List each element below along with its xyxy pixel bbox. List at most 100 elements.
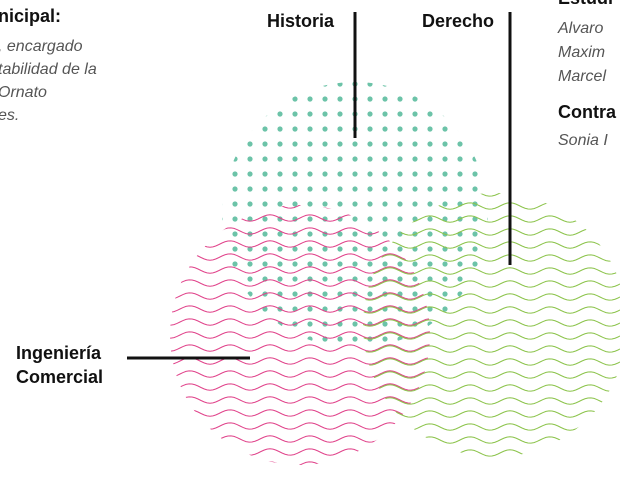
right-note-heading-students: Estudi	[558, 0, 613, 9]
historia-dot	[427, 216, 433, 222]
historia-dot	[337, 276, 343, 282]
historia-dot	[337, 261, 343, 267]
historia-dot	[262, 246, 268, 252]
historia-dot	[262, 156, 268, 162]
historia-dot	[442, 96, 448, 102]
historia-dot	[427, 156, 433, 162]
historia-dot	[472, 82, 478, 87]
historia-dot	[307, 306, 313, 312]
historia-dot	[472, 336, 478, 342]
historia-dot	[457, 141, 463, 147]
historia-dot	[232, 82, 238, 87]
historia-dot	[222, 186, 223, 192]
historia-dot	[412, 261, 418, 267]
historia-dot	[427, 276, 433, 282]
derecho-wave-line	[363, 228, 620, 236]
derecho-wave-line	[363, 319, 620, 327]
ingenieria-label-line-2: Comercial	[16, 367, 104, 387]
derecho-wave-line	[363, 293, 620, 301]
left-note-line-2: tabilidad de la	[0, 61, 97, 78]
historia-dot	[222, 231, 223, 237]
historia-dot	[222, 216, 223, 222]
historia-dot	[397, 82, 403, 87]
historia-dot	[307, 246, 313, 252]
historia-dot	[352, 246, 358, 252]
historia-dot	[442, 82, 448, 87]
historia-dot	[322, 246, 328, 252]
historia-dot	[337, 111, 343, 117]
left-note-line-4: es.	[0, 107, 20, 124]
historia-dot	[472, 261, 478, 267]
historia-dot	[292, 111, 298, 117]
historia-dot	[442, 201, 448, 207]
historia-dot	[412, 111, 418, 117]
historia-dot	[472, 96, 478, 102]
historia-dot	[397, 96, 403, 102]
historia-dot	[307, 336, 313, 342]
historia-dot	[427, 141, 433, 147]
ingenieria-wave-line	[170, 292, 430, 300]
ingenieria-wave-line	[170, 214, 430, 222]
historia-dot	[382, 141, 388, 147]
ingenieria-wave-line	[170, 448, 430, 456]
historia-dot	[487, 171, 488, 177]
historia-dot	[232, 336, 238, 342]
historia-dot	[262, 186, 268, 192]
historia-dot	[472, 141, 478, 147]
historia-dot	[352, 171, 358, 177]
historia-dot	[232, 246, 238, 252]
historia-dot	[427, 246, 433, 252]
historia-dot	[322, 276, 328, 282]
historia-dot	[307, 261, 313, 267]
historia-dot	[487, 216, 488, 222]
historia-dot	[337, 201, 343, 207]
historia-dot	[487, 231, 488, 237]
ingenieria-wave-line	[170, 279, 430, 287]
historia-dot	[222, 96, 223, 102]
historia-dot	[382, 261, 388, 267]
historia-dot	[337, 186, 343, 192]
historia-dot	[382, 156, 388, 162]
historia-dot	[337, 246, 343, 252]
historia-dot	[247, 171, 253, 177]
historia-dot	[427, 201, 433, 207]
ingenieria-wave-line	[170, 370, 430, 378]
historia-dot	[277, 82, 283, 87]
historia-dot	[397, 246, 403, 252]
historia-dot	[337, 96, 343, 102]
historia-dot	[277, 126, 283, 132]
historia-dot	[382, 82, 388, 87]
historia-dot	[442, 141, 448, 147]
historia-dot	[322, 96, 328, 102]
historia-dot	[277, 111, 283, 117]
historia-dot	[382, 126, 388, 132]
derecho-wave-line	[363, 449, 620, 457]
ingenieria-wave-line	[170, 331, 430, 339]
historia-dot	[367, 246, 373, 252]
historia-dot	[382, 336, 388, 342]
historia-dot	[352, 336, 358, 342]
historia-dot	[262, 261, 268, 267]
historia-dot	[352, 156, 358, 162]
historia-dot	[222, 126, 223, 132]
historia-dot	[307, 96, 313, 102]
historia-dot	[457, 126, 463, 132]
historia-dot	[442, 276, 448, 282]
historia-dot	[222, 201, 223, 207]
right-note-name-4: Sonia I	[558, 132, 608, 149]
historia-dot	[322, 261, 328, 267]
historia-dot	[367, 216, 373, 222]
historia-dot	[442, 306, 448, 312]
historia-dot	[382, 216, 388, 222]
historia-dot	[262, 96, 268, 102]
historia-dot	[277, 171, 283, 177]
left-note-heading: nicipal:	[0, 6, 62, 26]
historia-dot	[292, 246, 298, 252]
historia-dot	[247, 96, 253, 102]
historia-dot	[247, 126, 253, 132]
historia-dot	[382, 231, 388, 237]
ingenieria-wave-line	[170, 227, 430, 235]
historia-dot	[292, 156, 298, 162]
historia-dot	[472, 246, 478, 252]
